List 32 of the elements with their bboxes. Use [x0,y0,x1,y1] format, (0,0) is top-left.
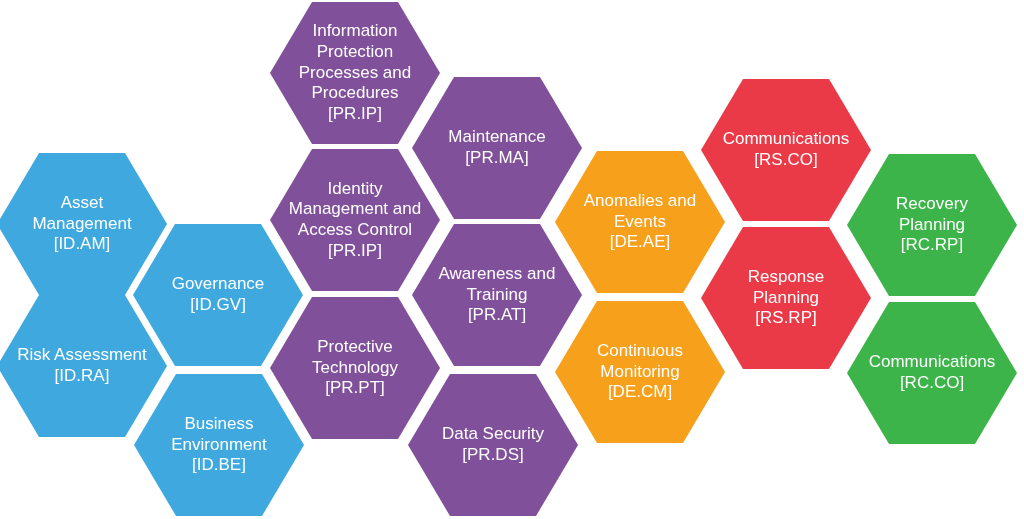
category-code: [ID.GV] [190,295,246,316]
category-code: [RC.CO] [899,373,965,394]
category-code: [ID.RA] [54,366,110,387]
category-code: [PR.MA] [465,148,529,169]
category-name: Risk Assessment [17,345,147,366]
category-code: [RS.RP] [755,308,817,330]
category-name: Governance [171,274,265,295]
category-name: Continuous Monitoring [596,340,684,383]
category-code: [PR.PT] [325,378,385,400]
category-name: Recovery Planning [895,193,969,236]
category-name: Asset Management [31,192,133,235]
category-code: [PR.AT] [467,305,527,327]
category-code: [ID.AM] [53,234,111,256]
category-name: Maintenance [448,127,546,148]
category-name: Anomalies and Events [582,190,698,233]
category-code: [DE.CM] [607,382,673,404]
category-code: [DE.AE] [609,232,671,254]
category-code: [PR.IP] [328,240,382,262]
category-name: Communications [722,129,850,150]
category-name: Communications [868,352,996,373]
category-code: [PR.DS] [462,445,524,466]
category-name: Data Security [441,424,544,445]
category-name: Awareness and Training [437,263,557,306]
category-code: [ID.BE] [192,455,246,477]
category-name: Identity Management and Access Control [287,178,423,241]
category-name: Information Protection Processes and Procedures [297,21,413,105]
category-code: [PR.IP] [328,104,382,125]
category-name: Protective Technology [311,336,399,379]
category-name: Business Environment [170,413,268,456]
category-code: [RS.CO] [754,150,818,171]
category-code: [RC.RP] [900,235,964,257]
category-name: Response Planning [746,266,826,309]
